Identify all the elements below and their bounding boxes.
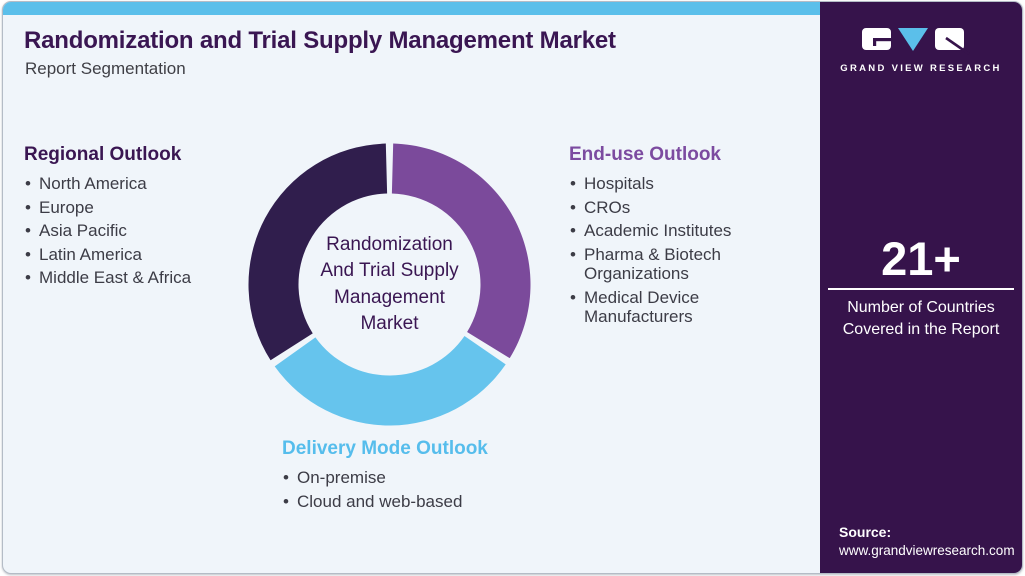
regional-outlook-list: North America Europe Asia Pacific Latin … (24, 174, 259, 288)
donut-center-line: Management (334, 286, 445, 308)
list-item: Cloud and web-based (282, 492, 542, 512)
list-item: Academic Institutes (569, 221, 787, 241)
page-title: Randomization and Trial Supply Managemen… (24, 27, 616, 54)
list-item: CROs (569, 198, 787, 218)
page-subtitle: Report Segmentation (25, 59, 186, 78)
donut-segment-regional-outlook (248, 143, 388, 361)
source-url-link[interactable]: www.grandviewresearch.com (839, 543, 1015, 558)
enduse-outlook-heading: End-use Outlook (569, 144, 721, 165)
list-item: Medical Device Manufacturers (569, 288, 787, 327)
top-accent-bar (3, 2, 820, 15)
delivery-mode-outlook-heading: Delivery Mode Outlook (282, 438, 488, 459)
donut-svg (248, 143, 531, 426)
donut-center-line: Randomization (326, 234, 453, 256)
donut-segment-delivery-mode-outlook (274, 336, 506, 426)
countries-stat: 21+ Number of Countries Covered in the R… (820, 234, 1022, 340)
stat-value: 21+ (881, 232, 961, 285)
delivery-mode-outlook-list: On-premise Cloud and web-based (282, 468, 542, 511)
gvr-logo: GRAND VIEW RESEARCH (820, 27, 1022, 74)
main-panel: Randomization and Trial Supply Managemen… (3, 2, 820, 573)
list-item: On-premise (282, 468, 542, 488)
brand-name: GRAND VIEW RESEARCH (840, 63, 1002, 74)
enduse-outlook-list: Hospitals CROs Academic Institutes Pharm… (569, 174, 787, 327)
list-item: North America (24, 174, 259, 194)
delivery-mode-outlook-section: Delivery Mode Outlook On-premise Cloud a… (282, 438, 542, 515)
logo-g-tick (873, 38, 877, 46)
list-item: Hospitals (569, 174, 787, 194)
donut-center-label: Randomization And Trial Supply Managemen… (248, 143, 531, 426)
stat-caption: Number of Countries Covered in the Repor… (842, 299, 1000, 338)
donut-chart: Randomization And Trial Supply Managemen… (248, 143, 531, 426)
sidebar: GRAND VIEW RESEARCH 21+ Number of Countr… (820, 2, 1022, 573)
regional-outlook-heading: Regional Outlook (24, 144, 182, 165)
source-block: Source: www.grandviewresearch.com (839, 524, 1015, 558)
donut-segment-end-use-outlook (391, 143, 531, 359)
logo-v-triangle (898, 28, 928, 51)
donut-center-line: Market (360, 312, 419, 334)
list-item: Europe (24, 198, 259, 218)
logo-r-leg (945, 36, 970, 56)
list-item: Middle East & Africa (24, 268, 259, 288)
stat-divider (828, 288, 1014, 291)
enduse-outlook-section: End-use Outlook Hospitals CROs Academic … (569, 144, 787, 331)
list-item: Latin America (24, 245, 259, 265)
gvr-logo-icon (862, 28, 970, 56)
list-item: Asia Pacific (24, 221, 259, 241)
donut-center-line: And Trial Supply (320, 260, 459, 282)
regional-outlook-section: Regional Outlook North America Europe As… (24, 144, 259, 292)
list-item: Pharma & Biotech Organizations (569, 245, 787, 284)
logo-g-notch (873, 38, 891, 42)
source-label: Source: (839, 524, 892, 540)
